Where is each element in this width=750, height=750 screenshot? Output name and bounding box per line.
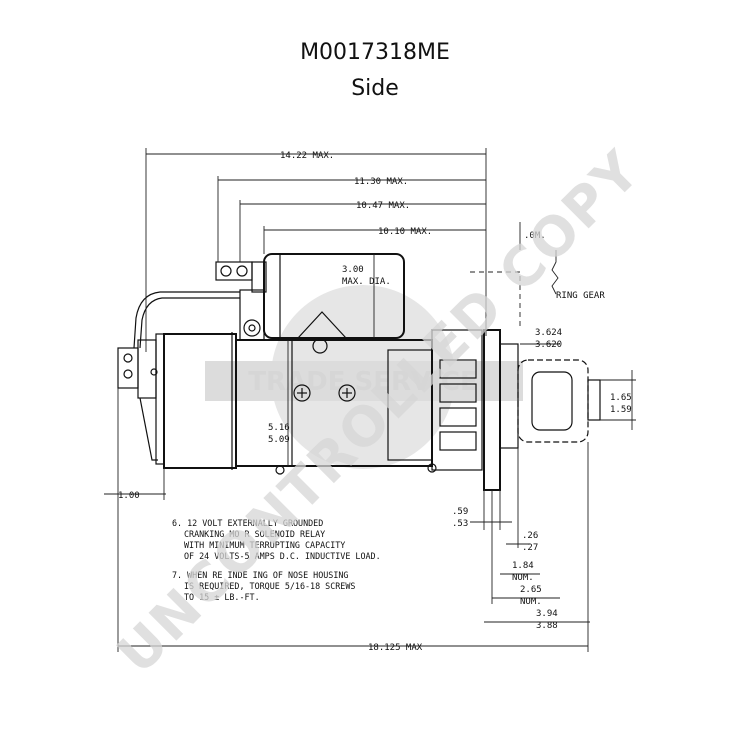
overall-bottom-dimension: 18.125 MAX — [117, 500, 589, 653]
dim-59: .59 — [452, 507, 468, 517]
note-6-line-1: 6. 12 VOLT EXTERNALLY GROUNDED — [172, 518, 323, 528]
right-dimensions: 3.624 3.620 1.65 1.59 — [520, 328, 636, 430]
frame-dia-2: 5.09 — [268, 435, 290, 445]
note-6-line-3: WITH MINIMUM TERRUPTING CAPACITY — [184, 540, 345, 550]
dim-r-top: .0M. — [524, 231, 546, 241]
part-number-title: M0017318ME — [300, 40, 450, 65]
dim-27: .27 — [522, 543, 538, 553]
pilot-dia-1: 3.624 — [535, 328, 562, 338]
view-label: Side — [351, 76, 399, 101]
left-dimension: 1.00 — [104, 388, 166, 501]
note-6-line-2: CRANKING MO R SOLENOID RELAY — [184, 529, 325, 539]
ring-gear-label: RING GEAR — [556, 291, 605, 301]
dim-3-94: 3.94 — [536, 609, 558, 619]
solenoid-dia-2: MAX. DIA. — [342, 277, 391, 287]
stamp-text: UNCONTROLLED COPY — [105, 138, 653, 686]
drawing-notes: 6. 12 VOLT EXTERNALLY GROUNDED CRANKING … — [172, 518, 381, 602]
note-6-line-4: OF 24 VOLTS-5 AMPS D.C. INDUCTIVE LOAD. — [184, 551, 381, 561]
uncontrolled-copy-watermark: UNCONTROLLED COPY — [105, 138, 653, 686]
dim-2-65: 2.65 — [520, 585, 542, 595]
dim-overall-bottom: 18.125 MAX — [368, 643, 423, 653]
pinion-dia-1: 1.65 — [610, 393, 632, 403]
dim-11-30: 11.30 MAX. — [354, 177, 408, 187]
note-7-line-2: IS REQUIRED, TORQUE 5/16-18 SCREWS — [184, 581, 355, 591]
solenoid-dia-1: 3.00 — [342, 265, 364, 275]
dim-1-84: 1.84 — [512, 561, 534, 571]
dim-overall-top: 14.22 MAX. — [280, 151, 334, 161]
pinion-dia-2: 1.59 — [610, 405, 632, 415]
dim-3-88: 3.88 — [536, 621, 558, 631]
note-7-line-3: TO 15 ± LB.-FT. — [184, 592, 260, 602]
bottom-dimensions: .59 .53 .26 .27 1.84 NOM. 2.65 NOM. 3.94… — [452, 442, 590, 631]
pilot-dia-2: 3.620 — [535, 340, 562, 350]
frame-dia-1: 5.16 — [268, 423, 290, 433]
dim-10-47: 10.47 MAX. — [356, 201, 410, 211]
starter-outline — [117, 253, 601, 491]
note-7-line-1: 7. WHEN RE INDE ING OF NOSE HOUSING — [172, 570, 348, 580]
dim-26: .26 — [522, 531, 538, 541]
dim-10-10: 10.10 MAX. — [378, 227, 432, 237]
dim-53: .53 — [452, 519, 468, 529]
inner-dimensions: 3.00 MAX. DIA. 5.16 5.09 — [268, 254, 391, 466]
dim-1-00: 1.00 — [118, 491, 140, 501]
top-dimensions: 14.22 MAX. 11.30 MAX. 10.47 MAX. 10.10 M… — [145, 148, 605, 352]
nom-1: NOM. — [512, 573, 534, 583]
nom-2: NOM. — [520, 597, 542, 607]
